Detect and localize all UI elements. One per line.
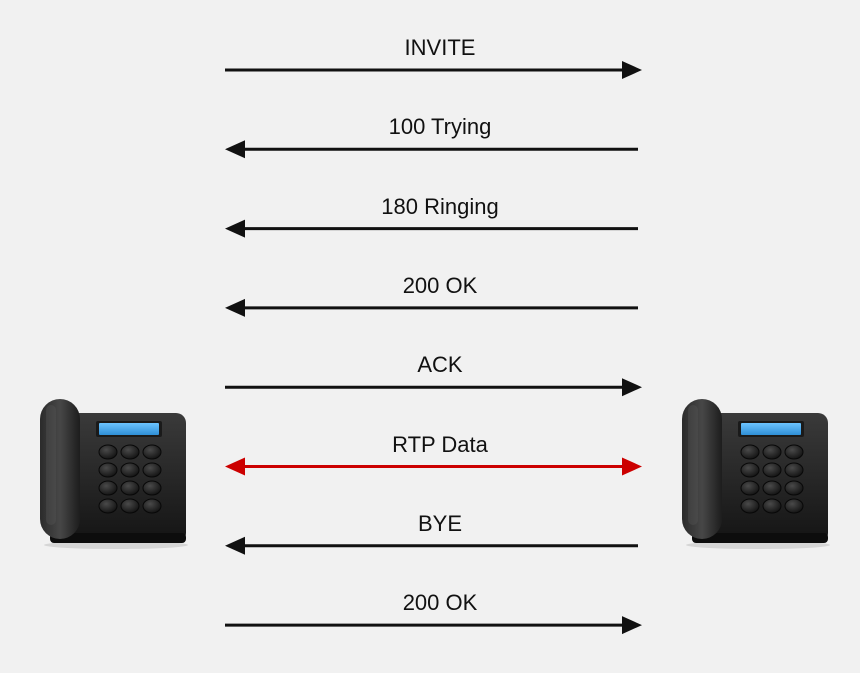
arrowhead-left bbox=[225, 219, 245, 238]
arrowhead-right bbox=[622, 616, 642, 635]
message-label-1: INVITE bbox=[404, 35, 476, 60]
arrowhead-right bbox=[622, 457, 642, 476]
message-arrow-6 bbox=[225, 457, 642, 476]
message-arrow-1 bbox=[225, 61, 642, 79]
message-arrow-7 bbox=[225, 536, 638, 555]
message-arrow-3 bbox=[225, 219, 638, 238]
desk-phone-icon bbox=[682, 399, 830, 549]
message-label-3: 180 Ringing bbox=[381, 193, 499, 219]
message-label-8: 200 OK bbox=[402, 590, 478, 616]
message-label-4: 200 OK bbox=[402, 272, 478, 298]
message-arrow-2 bbox=[225, 140, 638, 159]
arrowhead-right bbox=[622, 61, 642, 79]
arrowhead-right bbox=[622, 378, 642, 397]
message-arrow-8 bbox=[225, 616, 642, 635]
callee-phone bbox=[680, 395, 830, 550]
message-label-2: 100 Trying bbox=[388, 114, 492, 140]
message-label-6: RTP Data bbox=[392, 431, 488, 457]
message-arrow-4 bbox=[225, 298, 638, 317]
message-label-5: ACK bbox=[417, 352, 463, 378]
caller-phone bbox=[38, 395, 188, 550]
desk-phone-icon bbox=[40, 399, 188, 549]
arrowhead-left bbox=[225, 536, 245, 555]
message-arrows bbox=[225, 61, 642, 635]
arrowhead-left bbox=[225, 140, 245, 159]
message-arrow-5 bbox=[225, 378, 642, 397]
arrowhead-left bbox=[225, 298, 245, 317]
message-label-7: BYE bbox=[417, 510, 463, 536]
arrowhead-left bbox=[225, 457, 245, 476]
